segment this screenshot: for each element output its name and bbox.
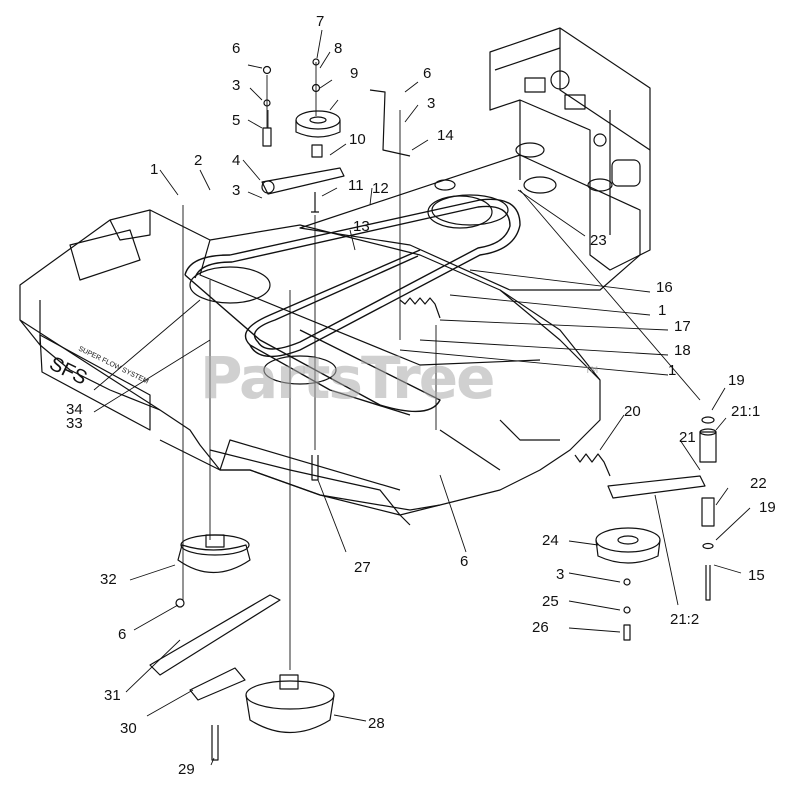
callout-25: 25 <box>542 593 559 610</box>
callout-16: 16 <box>656 279 673 296</box>
callout-27: 27 <box>354 559 371 576</box>
callout-22: 22 <box>750 475 767 492</box>
callout-1: 1 <box>668 362 677 379</box>
callout-3: 3 <box>556 566 565 583</box>
leader-lines <box>93 29 751 766</box>
watermark-trademark: TM <box>585 366 599 376</box>
callout-21-2: 21:2 <box>670 611 700 628</box>
spindle-left-assembly <box>149 534 281 761</box>
callout-9: 9 <box>350 65 359 82</box>
callout-21: 21 <box>679 429 696 446</box>
callout-19: 19 <box>728 372 745 389</box>
callout-13: 13 <box>353 218 370 235</box>
callout-19: 19 <box>759 499 776 516</box>
callout-2: 2 <box>194 152 203 169</box>
callout-6: 6 <box>118 626 127 643</box>
callout-20: 20 <box>624 403 641 420</box>
callout-30: 30 <box>120 720 137 737</box>
callout-33: 33 <box>66 415 83 432</box>
callout-10: 10 <box>349 131 366 148</box>
callout-28: 28 <box>368 715 385 732</box>
drive-belt <box>184 198 521 416</box>
watermark: PartsTree <box>200 344 495 412</box>
rear-frame <box>489 27 651 271</box>
callout-3: 3 <box>427 95 436 112</box>
callout-5: 5 <box>232 112 241 129</box>
mower-deck <box>19 194 601 526</box>
callout-3: 3 <box>232 77 241 94</box>
callout-32: 32 <box>100 571 117 588</box>
deck-rear-plate <box>299 142 641 291</box>
callout-8: 8 <box>334 40 343 57</box>
callout-23: 23 <box>590 232 607 249</box>
spindle-center-assembly <box>245 455 335 734</box>
callout-3: 3 <box>232 182 241 199</box>
tension-spring <box>399 297 611 477</box>
right-idler-assembly <box>595 416 717 641</box>
callout-4: 4 <box>232 152 241 169</box>
callout-21-1: 21:1 <box>731 403 761 420</box>
callout-1: 1 <box>658 302 667 319</box>
callout-17: 17 <box>674 318 691 335</box>
callout-14: 14 <box>437 127 454 144</box>
callout-26: 26 <box>532 619 549 636</box>
callout-31: 31 <box>104 687 121 704</box>
callout-1: 1 <box>150 161 159 178</box>
callout-15: 15 <box>748 567 765 584</box>
callout-34: 34 <box>66 401 83 418</box>
callout-12: 12 <box>372 180 389 197</box>
callout-6: 6 <box>232 40 241 57</box>
callout-18: 18 <box>674 342 691 359</box>
callout-7: 7 <box>316 13 325 30</box>
callout-24: 24 <box>542 532 559 549</box>
callout-6: 6 <box>423 65 432 82</box>
callout-6: 6 <box>460 553 469 570</box>
callout-11: 11 <box>348 177 364 194</box>
callout-29: 29 <box>178 761 195 778</box>
